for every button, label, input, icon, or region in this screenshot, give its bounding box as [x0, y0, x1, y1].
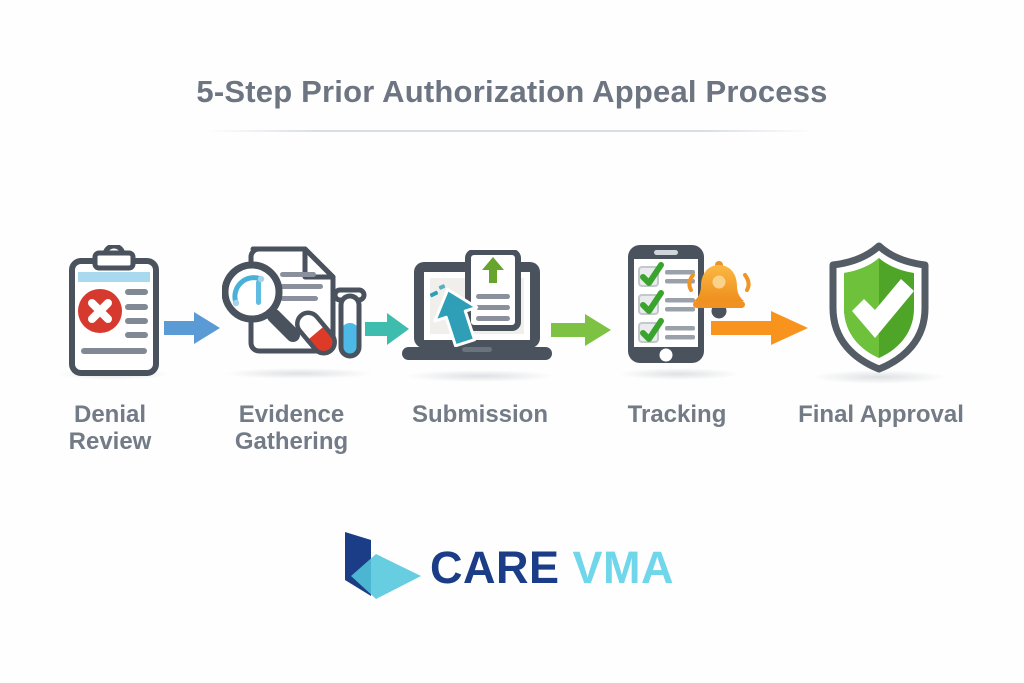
step-label-submission: Submission — [411, 401, 549, 428]
logo-text-vma: VMA — [572, 542, 675, 593]
phone-checklist-bell-icon — [628, 245, 751, 363]
step-label-final-approval: Final Approval — [798, 401, 964, 428]
icon-shadow — [224, 368, 374, 379]
step-label-evidence-gathering: Evidence Gathering — [234, 401, 349, 455]
logo-text-care: CARE — [430, 542, 560, 593]
evidence-magnifier-icon — [222, 246, 367, 359]
step-label-denial-review: Denial Review — [68, 401, 152, 455]
carevma-logo-text: CARE VMA — [430, 542, 674, 594]
laptop-upload-icon — [402, 250, 552, 360]
icon-shadow — [404, 370, 556, 382]
arrow-right-icon — [711, 311, 808, 345]
page-title: 5-Step Prior Authorization Appeal Proces… — [196, 74, 828, 109]
carevma-logo-icon — [345, 532, 421, 599]
arrow-right-icon — [365, 313, 409, 345]
step-label-tracking: Tracking — [627, 401, 727, 428]
title-divider — [208, 130, 814, 132]
shield-check-icon — [829, 242, 929, 373]
icon-shadow — [618, 368, 740, 380]
arrow-right-icon — [551, 314, 611, 346]
arrow-right-icon — [164, 312, 220, 344]
denial-clipboard-icon — [69, 245, 159, 376]
icon-shadow — [812, 370, 946, 384]
bell-icon — [687, 261, 751, 319]
